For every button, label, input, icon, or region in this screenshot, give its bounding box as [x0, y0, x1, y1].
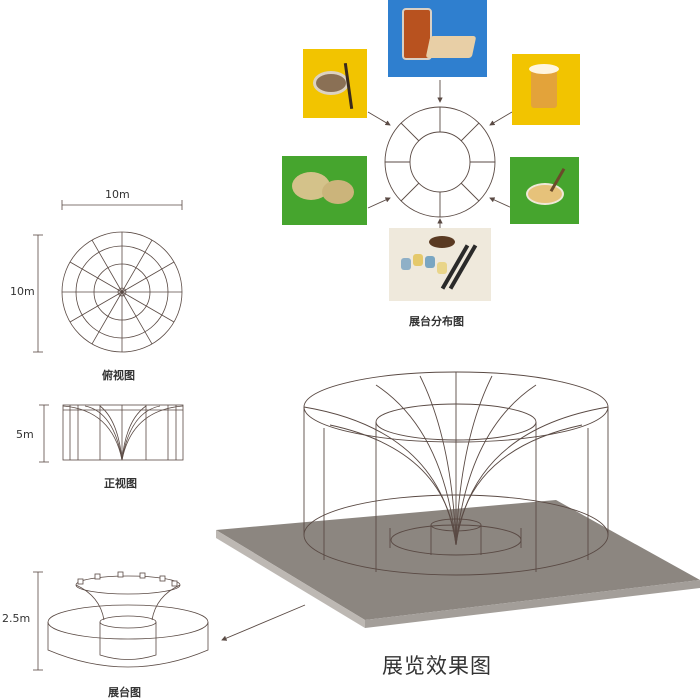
photo-sushi-chopsticks	[389, 228, 491, 301]
platform-view-caption: 展台图	[108, 686, 141, 699]
front-view-height-label: 5m	[16, 428, 34, 441]
radial-line	[121, 291, 175, 323]
photo-beer-glass	[512, 54, 580, 125]
effect-view	[216, 371, 700, 641]
radial-line	[69, 291, 123, 323]
top-view-width-label: 10m	[105, 188, 130, 201]
photo-bowl-chopsticks	[303, 49, 367, 118]
platform-view-height-label: 2.5m	[2, 612, 31, 625]
radial-line	[91, 291, 123, 345]
top-view-caption: 俯视图	[102, 369, 135, 382]
distribution-caption: 展台分布图	[409, 315, 464, 328]
radial-line	[91, 239, 123, 293]
photo-jam-toast	[388, 0, 487, 77]
front-view	[39, 404, 184, 463]
radial-line	[121, 239, 153, 293]
platform-view	[33, 571, 209, 671]
radial-line	[121, 291, 153, 345]
radial-line	[69, 261, 123, 293]
radial-line	[121, 261, 175, 293]
top-view	[33, 200, 183, 353]
photo-bamboo-hats	[282, 156, 367, 225]
top-view-height-label: 10m	[10, 285, 35, 298]
distribution-diagram	[367, 80, 513, 228]
arrow	[367, 80, 513, 228]
front-view-caption: 正视图	[104, 477, 137, 490]
photo-noodle-bowl	[510, 157, 579, 224]
effect-caption: 展览效果图	[382, 654, 492, 678]
